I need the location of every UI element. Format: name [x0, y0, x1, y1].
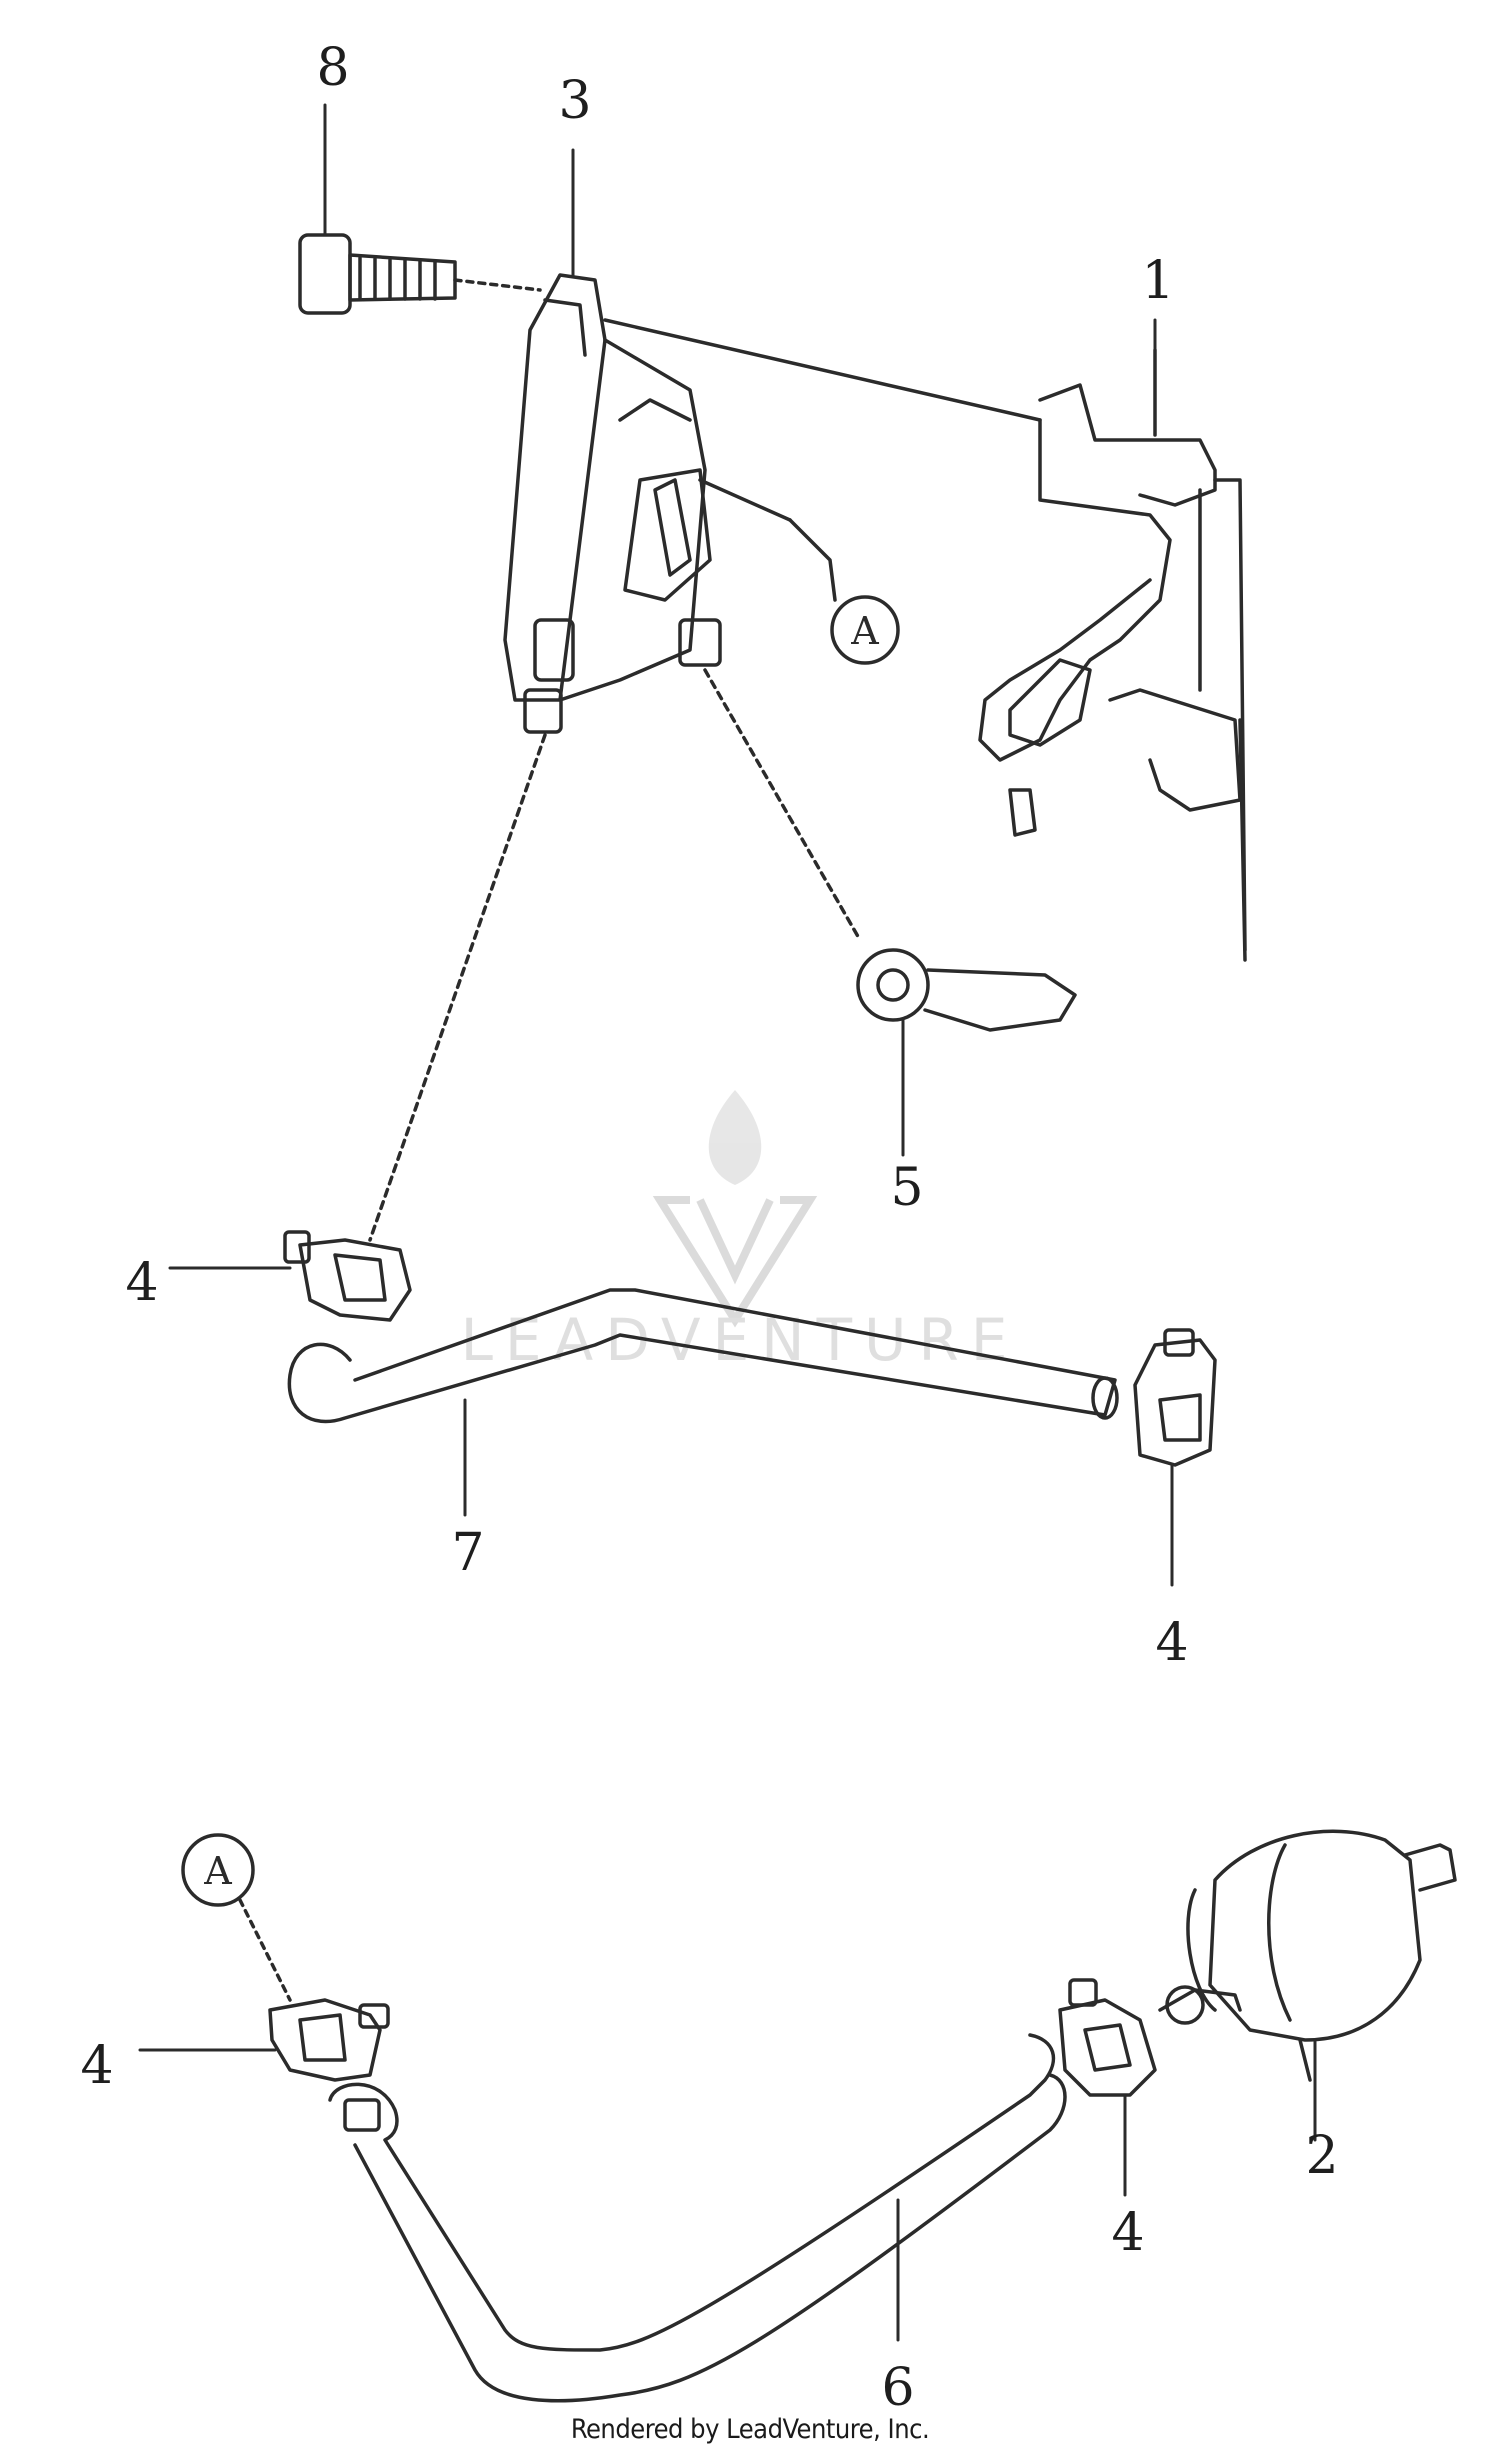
footer-credit: Rendered by LeadVenture, Inc. [570, 2414, 930, 2445]
callout-4-lower-right: 4 [1111, 2203, 1144, 2263]
callout-8: 8 [316, 38, 349, 98]
callout-5: 5 [890, 1158, 923, 1218]
dashed-guide-line [368, 733, 547, 1242]
part-2-fuel-filter [1158, 1829, 1457, 2082]
callout-4-lower-left: 4 [80, 2036, 113, 2096]
watermark-text: LEADVENTURE [461, 1306, 1020, 1374]
callout-3: 3 [558, 71, 591, 131]
reference-marker-a-top [830, 595, 900, 665]
part-1-bracket [978, 348, 1247, 962]
part-6-hose [328, 2033, 1067, 2403]
part-4-clamp-lower-left [268, 1998, 390, 2082]
callout-1: 1 [1141, 251, 1174, 311]
part-4-clamp-upper-left [283, 1230, 412, 1322]
reference-marker-a-bottom [181, 1833, 292, 2002]
part-8-screw [298, 233, 542, 315]
part-5-clip [703, 668, 1077, 1032]
part-4-clamp-lower-right [1058, 1978, 1157, 2097]
reference-letter-a-top: A [850, 609, 879, 653]
callout-2: 2 [1305, 2126, 1338, 2186]
callout-4-upper-right: 4 [1155, 1613, 1188, 1673]
leadventure-watermark: LEADVENTURE [461, 1090, 1020, 1374]
flame-logo-icon [652, 1090, 818, 1328]
callout-leader-lines [138, 103, 1317, 2342]
callout-6: 6 [881, 2358, 914, 2418]
reference-letter-a-bottom: A [203, 1849, 232, 1893]
callout-7: 7 [451, 1523, 484, 1583]
part-7-hose [287, 1288, 1119, 1424]
callout-4-upper-left: 4 [125, 1253, 158, 1313]
part-4-clamp-upper-right [1133, 1328, 1217, 1467]
part-3-fuel-pump [503, 273, 1042, 734]
